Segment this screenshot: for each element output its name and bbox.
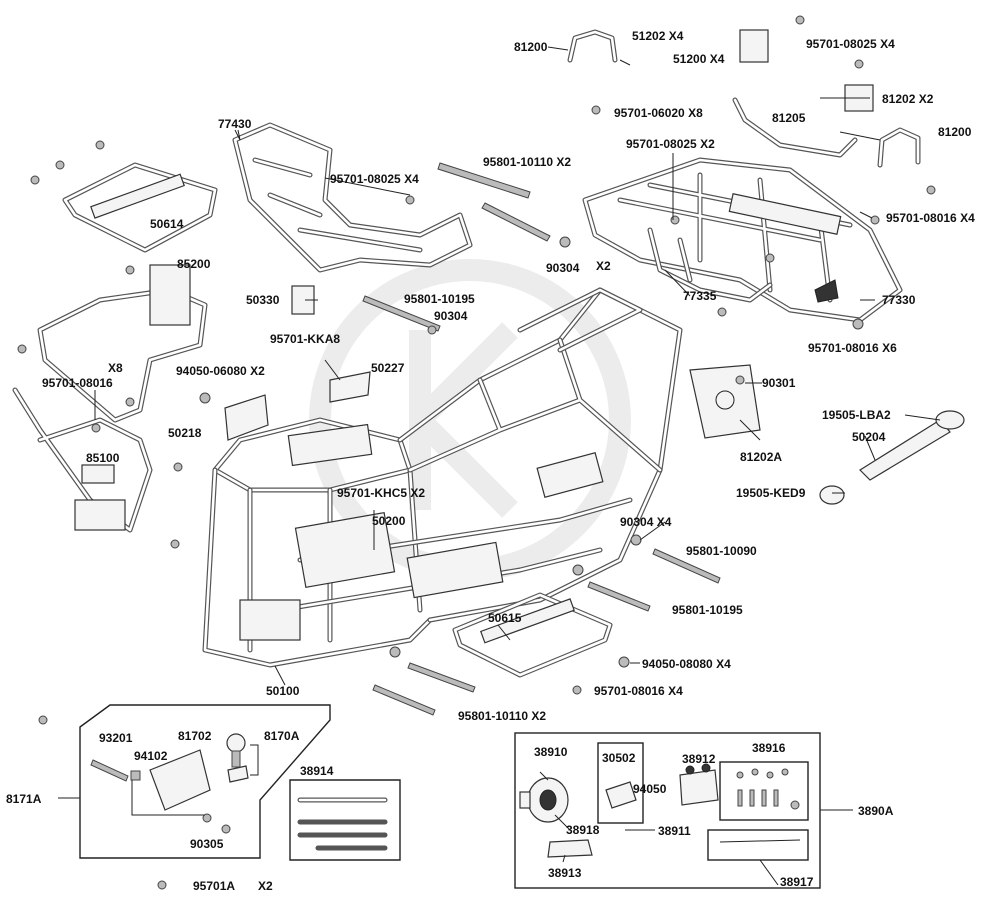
label-95801-10195-bot: 95801-10195	[672, 603, 743, 617]
label-51200: 51200 X4	[673, 52, 725, 66]
hitch-kit-box	[58, 704, 331, 859]
label-77330: 77330	[882, 293, 916, 307]
guard-50204	[859, 419, 951, 481]
label-38910: 38910	[534, 745, 568, 759]
long-bolts	[362, 162, 721, 716]
label-94050-06080: 94050-06080 X2	[176, 364, 265, 378]
label-38914: 38914	[300, 764, 334, 778]
label-81202a: 81202A	[740, 450, 782, 464]
label-81202: 81202 X2	[882, 92, 934, 106]
label-95801-10090: 95801-10090	[686, 544, 757, 558]
leader-lines	[94, 46, 941, 886]
label-51202: 51202 X4	[632, 29, 684, 43]
footrest-support-50614	[62, 162, 218, 253]
label-38918: 38918	[566, 823, 600, 837]
label-50614: 50614	[150, 217, 184, 231]
label-95701-08016-x6: 95701-08016 X6	[808, 341, 897, 355]
label-3890a: 3890A	[858, 804, 894, 818]
label-x8: X8	[108, 361, 123, 375]
footrest-support-50615	[452, 592, 613, 678]
label-95701-08016-x4-bot: 95701-08016 X4	[594, 684, 683, 698]
label-95701a-qty: X2	[258, 879, 273, 893]
label-95801-10110-bot: 95801-10110 X2	[458, 709, 546, 723]
label-81205: 81205	[772, 111, 806, 125]
plate-81202a	[689, 364, 761, 439]
label-81200-right: 81200	[938, 125, 972, 139]
label-30502: 30502	[602, 751, 636, 765]
label-95701a: 95701A	[193, 879, 235, 893]
label-95701-08016-x4-right: 95701-08016 X4	[886, 211, 975, 225]
label-19505-lba2: 19505-LBA2	[822, 408, 891, 422]
label-38911: 38911	[658, 824, 691, 838]
label-94050-08080: 94050-08080 X4	[642, 657, 731, 671]
label-90305: 90305	[190, 837, 224, 851]
label-90304-x2: 90304	[546, 261, 580, 275]
label-38916: 38916	[752, 741, 786, 755]
label-95701-khc5: 95701-KHC5 X2	[337, 486, 425, 500]
label-50204: 50204	[852, 430, 886, 444]
label-90304-x4: 90304 X4	[620, 515, 672, 529]
front-rack-77430	[232, 122, 473, 273]
label-38913: 38913	[548, 866, 582, 880]
label-81702: 81702	[178, 729, 212, 743]
label-85100: 85100	[86, 451, 120, 465]
winch-kit-box	[514, 732, 853, 889]
label-95801-10195-top: 95801-10195	[404, 292, 475, 306]
label-50218: 50218	[168, 426, 202, 440]
label-50200: 50200	[372, 514, 406, 528]
label-95801-10110-top: 95801-10110 X2	[483, 155, 571, 169]
label-38912: 38912	[682, 752, 716, 766]
cable-kit-box	[289, 779, 401, 861]
label-19505-ked9: 19505-KED9	[736, 486, 806, 500]
label-95701-08025-x4-mid: 95701-08025 X4	[330, 172, 419, 186]
front-guard-85100	[12, 387, 153, 533]
front-bumper-85200	[37, 264, 208, 423]
label-8170a: 8170A	[264, 729, 300, 743]
label-95701-08025-x4-top: 95701-08025 X4	[806, 37, 895, 51]
clamp-19505-lba2	[935, 410, 965, 430]
label-77335: 77335	[683, 289, 717, 303]
sub-frame-77335	[647, 227, 773, 303]
label-95701-08025-x2: 95701-08025 X2	[626, 137, 715, 151]
label-90301: 90301	[762, 376, 796, 390]
hardware-nuts	[17, 15, 936, 890]
label-94102: 94102	[134, 749, 168, 763]
label-8171a: 8171A	[6, 792, 42, 806]
label-81200: 81200	[514, 40, 548, 54]
label-77430: 77430	[218, 117, 252, 131]
label-85200: 85200	[177, 257, 211, 271]
label-50227: 50227	[371, 361, 405, 375]
label-90304-x2-qty: X2	[596, 259, 611, 273]
clamp-19505-ked9	[819, 485, 845, 505]
label-94050: 94050	[633, 782, 667, 796]
label-50615: 50615	[488, 611, 522, 625]
label-95701-kka8: 95701-KKA8	[270, 332, 340, 346]
label-93201: 93201	[99, 731, 133, 745]
label-50330: 50330	[246, 293, 280, 307]
label-38917: 38917	[780, 875, 814, 889]
label-90304-mid: 90304	[434, 309, 468, 323]
bracket-50218	[224, 394, 269, 441]
label-50100: 50100	[266, 684, 300, 698]
main-frame-drawing	[202, 287, 683, 686]
label-95701-08016-left: 95701-08016	[42, 376, 113, 390]
part-labels: 81200 51202 X4 51200 X4 95701-08025 X4 8…	[6, 29, 975, 893]
label-95701-06020: 95701-06020 X8	[614, 106, 703, 120]
